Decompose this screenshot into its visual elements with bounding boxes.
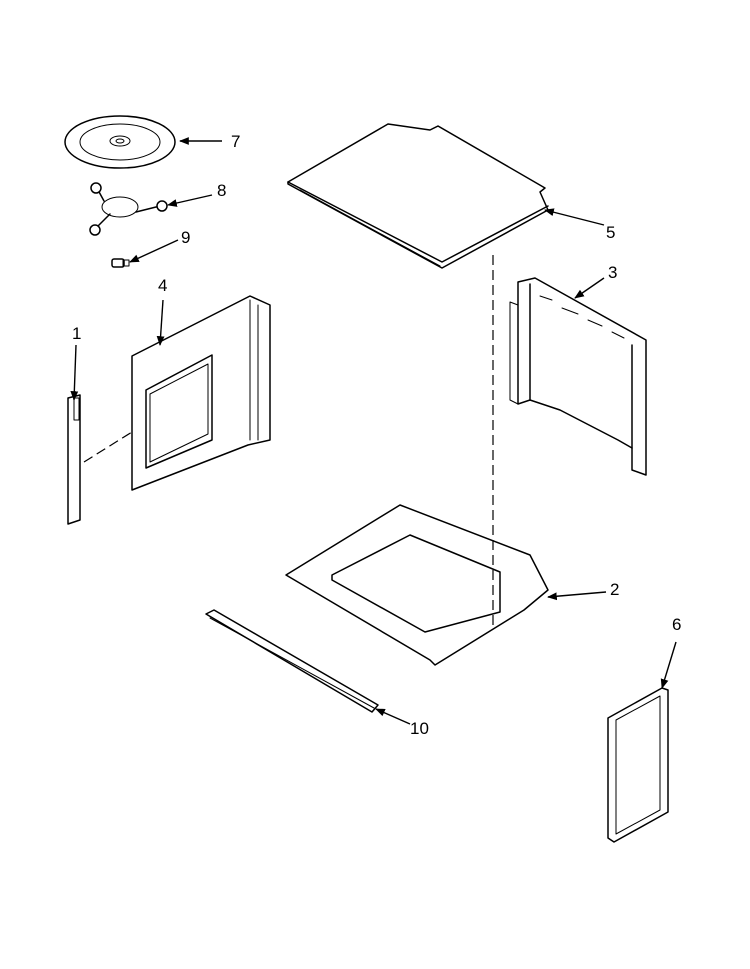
part-10-front-rail[interactable] <box>205 609 379 713</box>
callout-10: 10 <box>410 719 429 738</box>
callout-7: 7 <box>231 132 240 151</box>
callout-4: 4 <box>158 276 167 295</box>
part-2-bottom-panel[interactable] <box>285 504 549 666</box>
callout-8: 8 <box>217 181 226 200</box>
part-9-coupler[interactable] <box>111 258 130 268</box>
callout-3: 3 <box>608 263 617 282</box>
part-8-turntable-support[interactable] <box>89 182 168 236</box>
part-7-turntable-tray[interactable] <box>64 115 176 169</box>
callout-2: 2 <box>610 580 619 599</box>
part-3-right-side-panel[interactable] <box>509 277 647 476</box>
part-4-left-side-panel[interactable] <box>131 295 271 491</box>
callout-9: 9 <box>181 228 190 247</box>
part-1-side-bracket[interactable] <box>67 394 81 525</box>
callout-6: 6 <box>672 615 681 634</box>
callout-arrows <box>70 137 677 725</box>
callout-5: 5 <box>606 223 615 242</box>
alignment-line-left <box>83 431 133 463</box>
part-5-top-panel[interactable] <box>287 123 549 269</box>
part-6-side-trim-panel[interactable] <box>607 687 669 843</box>
callout-1: 1 <box>72 324 81 343</box>
